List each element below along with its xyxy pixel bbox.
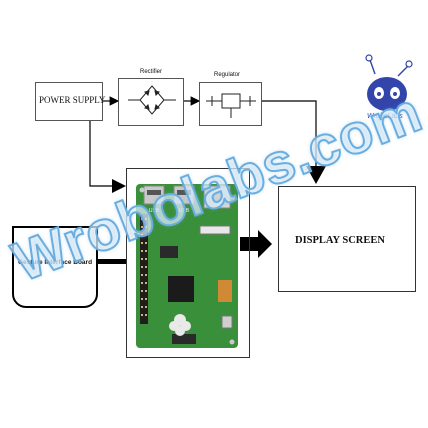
audio-jack	[218, 280, 232, 302]
cpu-chip	[168, 276, 194, 302]
power-connector	[221, 315, 233, 329]
rectifier-block	[118, 78, 184, 126]
raspberry-logo-icon	[169, 314, 191, 336]
controller-board-illustration: USB USB	[136, 184, 238, 348]
line-regulator-to-display	[262, 100, 317, 168]
display-screen-label: DISPLAY SCREEN	[295, 235, 385, 246]
arrow-board-to-display-head	[258, 230, 272, 258]
arrow-board-to-display-shaft	[240, 237, 260, 251]
logo-text: WroboLabs	[367, 113, 403, 120]
gesture-board-label: Gesture Interface Board	[18, 259, 93, 266]
regulator-title: Regulator	[214, 72, 241, 78]
usb-left-label: USB	[149, 208, 160, 214]
usb-right-label: USB	[179, 208, 190, 214]
ram-chip	[160, 246, 178, 258]
regulator-block	[199, 82, 262, 126]
power-supply-block: POWER SUPPLY	[35, 82, 106, 121]
arrow-into-display	[306, 166, 326, 184]
display-connector	[172, 334, 196, 344]
line-power-to-board	[89, 121, 116, 187]
power-supply-label: POWER SUPPLY	[39, 95, 106, 105]
ethernet-port	[203, 185, 231, 209]
arrow-into-board-top	[112, 179, 126, 193]
gesture-interface-board-block: Gesture Interface Board	[12, 226, 98, 308]
robot-logo-icon	[365, 54, 413, 111]
rectifier-title: Rectifier	[140, 69, 163, 75]
camera-connector	[199, 225, 231, 235]
display-screen-block: DISPLAY SCREEN	[278, 186, 416, 292]
rectifier-bridge-icon	[128, 85, 176, 115]
gpio-header	[140, 214, 148, 324]
regulator-icon	[206, 93, 256, 118]
controller-board-block	[126, 168, 250, 358]
connector-gesture-to-board	[96, 259, 126, 264]
